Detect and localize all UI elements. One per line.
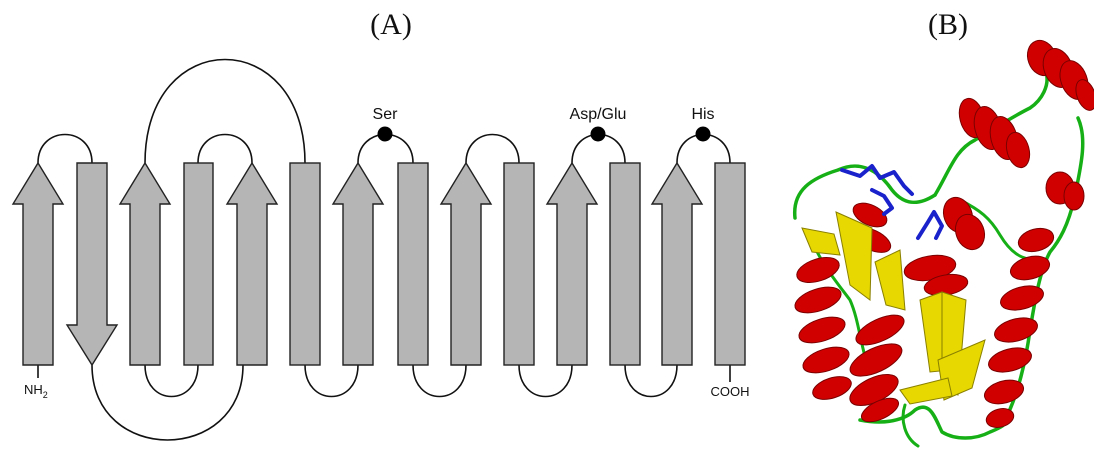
segments (11, 161, 746, 367)
strand-3-up-arrow (118, 161, 172, 366)
helix-center-right (942, 196, 986, 251)
segment-10 (503, 162, 535, 366)
strand-2-down-arrow (65, 162, 119, 367)
sheet-strand-3 (874, 249, 906, 311)
segment-4 (183, 162, 214, 366)
segment-8 (397, 162, 429, 366)
helix-left (794, 257, 852, 400)
strand-1-up-arrow (11, 161, 65, 366)
loop-s3-s4 (144, 58, 306, 164)
site-label-ser: Ser (373, 106, 399, 123)
site-label-his: His (691, 106, 714, 123)
loop-s10-s11 (465, 133, 520, 164)
segment-12 (609, 162, 641, 366)
loop-s7-s8 (304, 364, 359, 398)
loop-s11-s12 (518, 364, 573, 398)
panel-a-label: (A) (370, 8, 412, 41)
helix-right-small (1045, 171, 1085, 211)
helix-center-bottom (849, 314, 905, 423)
beta-sheet (801, 211, 986, 405)
panel-b-label: (B) (928, 8, 968, 41)
coil-top-left (793, 164, 937, 220)
helix-center (903, 254, 969, 297)
strand-9-up-arrow (439, 161, 493, 366)
sheet-strand-1 (801, 227, 841, 256)
coil-bottom-left (901, 403, 920, 448)
residue-stick-1 (840, 164, 914, 196)
strand-11-up-arrow (545, 161, 599, 366)
residue-stick-3 (916, 210, 944, 240)
site-dot-ser (377, 126, 393, 142)
helix-top-right (1026, 39, 1094, 111)
n-terminus-label: NH2 (24, 382, 48, 400)
loop-s13-s14 (624, 364, 678, 398)
segment-14 (714, 162, 746, 366)
catalytic-sites: Ser Asp/Glu His (373, 106, 715, 142)
panel-a: (A) (11, 8, 750, 441)
site-label-asp-glu: Asp/Glu (570, 106, 627, 123)
loop-s1-s2 (37, 133, 93, 164)
panel-b: (B) (793, 8, 1094, 448)
loop-s2-s3 (91, 364, 244, 441)
segment-6 (289, 162, 321, 366)
residue-stick-2 (870, 188, 894, 216)
strand-7-up-arrow (331, 161, 385, 366)
site-dot-his (695, 126, 711, 142)
loop-s9-s10 (412, 364, 467, 398)
n-terminus-subscript: 2 (43, 390, 48, 400)
sheet-strand-2 (835, 211, 873, 301)
loop-s4-s5 (144, 364, 199, 398)
helix-right-long (983, 227, 1055, 428)
loop-s5-s6 (197, 133, 253, 164)
site-dot-asp-glu (590, 126, 606, 142)
c-terminus-label: COOH (711, 384, 750, 399)
helix-upper-middle (958, 97, 1031, 169)
strand-13-up-arrow (650, 161, 704, 366)
n-terminus-main: NH (24, 382, 43, 397)
strand-5-up-arrow (225, 161, 279, 366)
active-site-residues (840, 164, 944, 240)
sheet-strand-7 (899, 377, 953, 405)
